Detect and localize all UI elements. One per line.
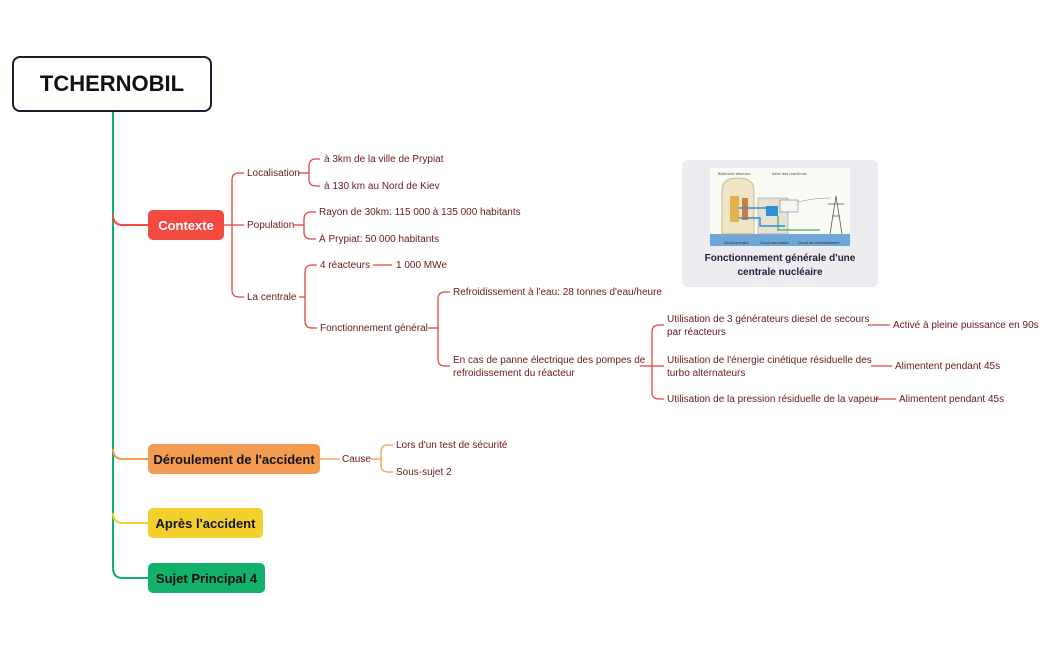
- turbo-line-2: turbo alternateurs: [667, 368, 746, 379]
- turbo-detail[interactable]: Alimentent pendant 45s: [895, 361, 1001, 372]
- image-label-refroid: Circuit de refroidissement: [798, 241, 840, 245]
- topic-sujet-principal-4[interactable]: Sujet Principal 4: [148, 563, 265, 593]
- topic-contexte[interactable]: Contexte: [148, 210, 224, 240]
- panne-line-1: En cas de panne électrique des pompes de: [453, 355, 646, 366]
- localisation-item-2[interactable]: à 130 km au Nord de Kiev: [324, 181, 440, 192]
- turbo-line-1: Utilisation de l'énergie cinétique résid…: [667, 355, 872, 366]
- cause-item-1[interactable]: Lors d'un test de sécurité: [396, 440, 508, 451]
- cause-item-2[interactable]: Sous-sujet 2: [396, 467, 452, 478]
- image-caption: Fonctionnement générale d'une centrale n…: [704, 253, 856, 278]
- subtopic-cause[interactable]: Cause: [342, 454, 371, 465]
- topic-apres[interactable]: Après l'accident: [148, 508, 263, 538]
- subtopic-la-centrale[interactable]: La centrale: [247, 292, 297, 303]
- nuclear-plant-diagram-image: Bâtiment réacteur Salle des machines Cir…: [710, 168, 850, 246]
- fonctionnement-node[interactable]: Fonctionnement général: [320, 323, 428, 334]
- diesel-line-2: par réacteurs: [667, 327, 726, 338]
- diesel-detail[interactable]: Activé à pleine puissance en 90s: [893, 320, 1039, 331]
- population-item-1[interactable]: Rayon de 30km: 115 000 à 135 000 habitan…: [319, 207, 521, 218]
- panne-line-2: refroidissement du réacteur: [453, 368, 575, 379]
- refroidissement-node[interactable]: Refroidissement à l'eau: 28 tonnes d'eau…: [453, 287, 662, 298]
- image-label-primaire: Circuit primaire: [724, 241, 749, 245]
- vapeur-detail[interactable]: Alimentent pendant 45s: [899, 394, 1005, 405]
- diesel-line-1: Utilisation de 3 générateurs diesel de s…: [667, 314, 870, 325]
- panne-item-diesel[interactable]: Utilisation de 3 générateurs diesel de s…: [667, 313, 869, 339]
- population-item-2[interactable]: À Prypiat: 50 000 habitants: [319, 234, 440, 245]
- image-label-secondaire: Circuit secondaire: [760, 241, 789, 245]
- image-label-salle: Salle des machines: [772, 172, 807, 176]
- localisation-item-1[interactable]: à 3km de la ville de Prypiat: [324, 154, 444, 165]
- panne-item-vapeur[interactable]: Utilisation de la pression résiduelle de…: [667, 394, 879, 405]
- central-topic[interactable]: TCHERNOBIL: [12, 56, 212, 112]
- reacteurs-node[interactable]: 4 réacteurs: [320, 260, 371, 271]
- topic-deroulement[interactable]: Déroulement de l'accident: [148, 444, 320, 474]
- image-label-batiment: Bâtiment réacteur: [718, 172, 751, 176]
- panne-node[interactable]: En cas de panne électrique des pompes de…: [453, 354, 645, 380]
- subtopic-population[interactable]: Population: [247, 220, 295, 231]
- panne-item-turbo[interactable]: Utilisation de l'énergie cinétique résid…: [667, 354, 872, 380]
- image-card[interactable]: Bâtiment réacteur Salle des machines Cir…: [682, 160, 878, 287]
- reacteurs-power[interactable]: 1 000 MWe: [396, 260, 447, 271]
- subtopic-localisation[interactable]: Localisation: [247, 168, 300, 179]
